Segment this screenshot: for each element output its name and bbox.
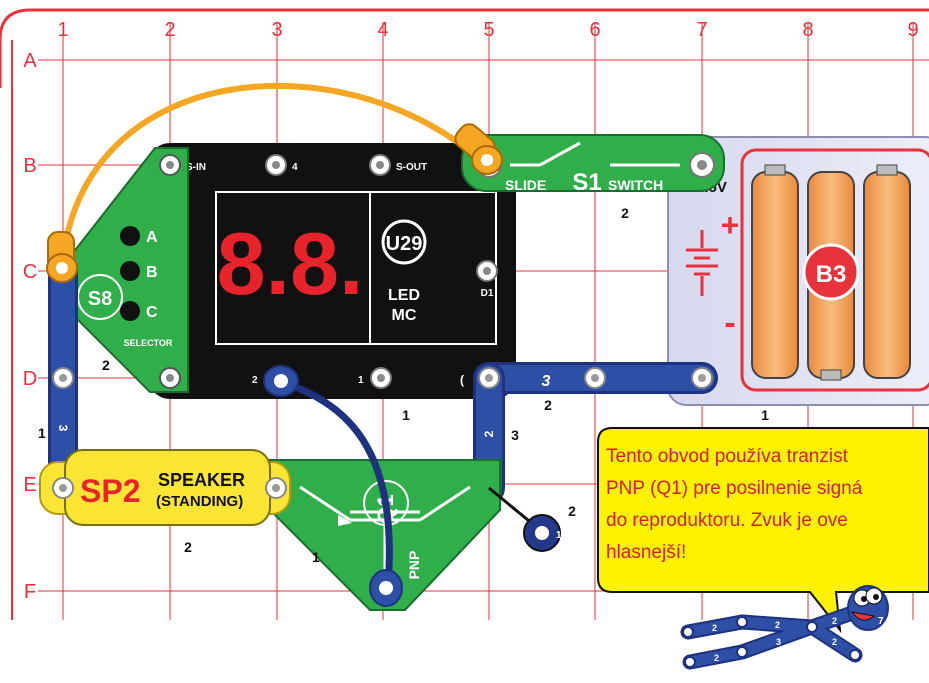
mascot-snap-number: 2 <box>832 616 837 626</box>
grid-col-label: 5 <box>483 19 494 41</box>
u29-pin-4-label: 4 <box>292 162 298 173</box>
u29-pin-2-label: 2 <box>252 375 258 386</box>
u29-pin-1-label: 1 <box>358 375 364 386</box>
u29-pin-paren-label: ( <box>460 373 464 387</box>
b3-plus-label: + <box>721 207 740 243</box>
battery-symbol-icon <box>686 230 718 296</box>
callout-line-4: hlasnejší! <box>606 542 686 563</box>
b3-minus-label: - <box>724 304 735 342</box>
mascot-snap-number: 2 <box>775 620 780 630</box>
level-number: 2 <box>621 205 629 221</box>
grid-row-label: A <box>23 50 37 72</box>
u29-pin-s-out[interactable] <box>369 154 391 176</box>
mascot-snap-number: 3 <box>776 637 781 647</box>
battery-holder-b3[interactable]: B3 + - 4.5V <box>667 136 929 406</box>
u29-label: U29 <box>386 233 423 255</box>
mascot-head-number: 7 <box>878 616 884 627</box>
u29-s-in-label: S-IN <box>186 162 206 173</box>
u29-pin-d1[interactable] <box>476 260 498 282</box>
s8-option-b: B <box>146 264 158 281</box>
grid-col-label: 2 <box>164 19 175 41</box>
level-number: 1 <box>402 407 410 423</box>
orange-jumper-wire[interactable] <box>46 82 503 283</box>
snap-wire-3-horizontal[interactable]: 3 <box>473 362 718 394</box>
sp2-label: SP2 <box>80 473 140 509</box>
level-number: 1 <box>38 425 46 441</box>
grid-col-label: 7 <box>696 19 707 41</box>
level-number: 2 <box>184 539 192 555</box>
callout-line-2: PNP (Q1) pre posilnenie signá <box>606 478 863 499</box>
snap-mascot-icon: 2 2 2 3 2 2 7 <box>680 585 889 670</box>
u29-s-out-label: S-OUT <box>396 162 427 173</box>
u29-pin-4[interactable] <box>265 154 287 176</box>
u29-mc-label: MC <box>392 307 417 324</box>
level-number: 2 <box>544 397 552 413</box>
snap-number: 1 <box>556 530 562 541</box>
grid-col-label: 9 <box>907 19 918 41</box>
s8-selector-label: SELECTOR <box>124 338 173 348</box>
grid-col-label: 8 <box>802 19 813 41</box>
snap-number: 3 <box>56 425 70 432</box>
snap-number: 3 <box>542 373 551 390</box>
callout-line-3: do reproduktoru. Zvuk je ove <box>606 510 848 531</box>
s8-pin[interactable] <box>159 154 181 176</box>
sp2-standing-label: (STANDING) <box>156 493 243 510</box>
sp2-speaker[interactable]: SP2 SPEAKER (STANDING) <box>39 449 291 526</box>
s8-option-a: A <box>146 229 158 246</box>
grid-col-label: 4 <box>377 19 388 41</box>
s1-slide-label: SLIDE <box>505 177 546 193</box>
mascot-snap-number: 2 <box>714 653 719 663</box>
level-number: 2 <box>102 357 110 373</box>
level-number: 1 <box>761 407 769 423</box>
info-callout: Tento obvod používa tranzist PNP (Q1) pr… <box>597 427 929 634</box>
u29-pin-1[interactable] <box>370 367 392 389</box>
s8-option-c: C <box>146 304 158 321</box>
u29-d1-label: D1 <box>481 288 494 299</box>
grid-col-label: 6 <box>589 19 600 41</box>
grid-row-label: F <box>24 581 36 603</box>
s1-slide-switch[interactable]: SLIDE S1 SWITCH <box>461 134 725 196</box>
mascot-snap-number: 2 <box>712 623 717 633</box>
grid-row-label: C <box>23 261 37 283</box>
snap-wire-3-vertical[interactable]: 3 <box>48 256 78 503</box>
u29-led-module[interactable]: 8.8. U29 LED MC 4 S-OUT S-IN D1 1 2 ( <box>148 143 516 399</box>
level-number: 1 <box>312 549 320 565</box>
grid-row-label: D <box>23 368 37 390</box>
grid-col-label: 3 <box>271 19 282 41</box>
mascot-snap-number: 2 <box>832 637 837 647</box>
grid-row-label: E <box>23 474 36 496</box>
blue-jumper-wire[interactable] <box>263 365 403 607</box>
s1-label: S1 <box>572 169 601 196</box>
s8-label: S8 <box>88 288 112 310</box>
level-number: 3 <box>511 427 519 443</box>
b3-label: B3 <box>816 261 847 288</box>
level-number: 2 <box>568 503 576 519</box>
grid-col-label: 1 <box>57 19 68 41</box>
s1-switch-label: SWITCH <box>608 177 663 193</box>
q1-type-label: PNP <box>406 551 422 580</box>
sp2-speaker-label: SPEAKER <box>158 470 245 490</box>
s8-pin[interactable] <box>159 367 181 389</box>
callout-line-1: Tento obvod používa tranzist <box>606 446 849 467</box>
u29-led-label: LED <box>388 287 420 304</box>
snap-number: 2 <box>482 430 496 437</box>
grid-row-label: B <box>23 155 36 177</box>
single-snap[interactable]: 1 <box>488 486 562 552</box>
u29-digit-display: 8.8. <box>217 214 364 313</box>
